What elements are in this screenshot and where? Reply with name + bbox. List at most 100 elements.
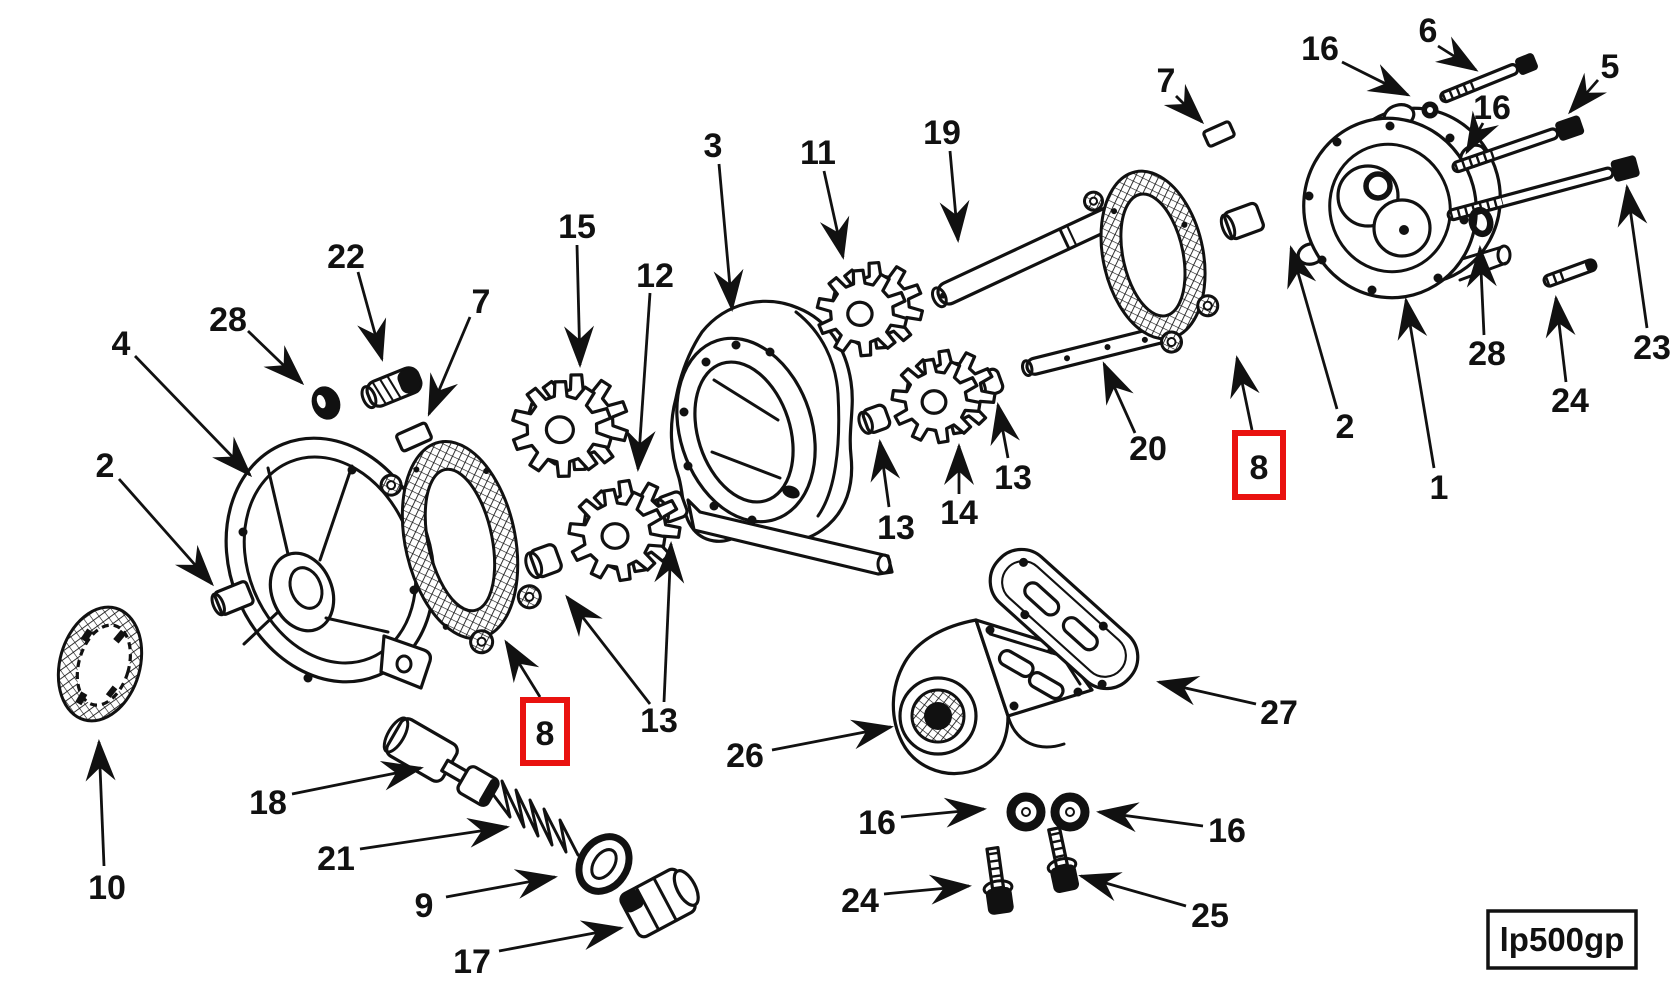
gear-shape: [600, 522, 630, 550]
leader-arrow: [117, 478, 214, 587]
leader-arrow: [900, 797, 987, 828]
part-number-label: 28: [209, 301, 247, 339]
callout-12: 12: [625, 257, 674, 472]
part-number-label: 13: [640, 702, 678, 740]
highlight-box: [1232, 430, 1286, 500]
part-4-mounting-flange: [224, 436, 436, 690]
leader-arrow: [990, 402, 1020, 459]
part-number-label: 2: [96, 447, 115, 485]
callout-24: 24: [1545, 295, 1589, 420]
part-number-label: 11: [800, 134, 836, 172]
leader-arrow: [771, 719, 894, 752]
part-number-label: 16: [1473, 89, 1511, 127]
leader-arrow: [359, 817, 510, 851]
leader-arrow: [498, 920, 624, 953]
part-number-label: 9: [415, 887, 434, 925]
leader-arrow: [1102, 361, 1137, 434]
leader-arrow: [939, 150, 970, 243]
part-number-label: 27: [1260, 694, 1298, 732]
part-number-label: 25: [1191, 897, 1229, 935]
part-number-label: 6: [1419, 12, 1438, 50]
part-15-pump-gear: [511, 373, 629, 478]
part-number-label: 8: [536, 715, 555, 753]
leader-arrow: [1341, 60, 1411, 97]
leader-arrow: [819, 170, 850, 260]
callout-16: 16: [1301, 30, 1411, 97]
part-7-key-left: [395, 421, 433, 453]
part-number-label: 7: [472, 283, 491, 321]
part-number-label: 18: [249, 784, 287, 822]
part-number-label: 3: [704, 127, 723, 165]
callout-13: 13: [565, 541, 685, 740]
callout-27: 27: [1156, 675, 1298, 732]
leader-arrow: [1545, 295, 1576, 383]
leader-arrow: [1078, 872, 1187, 908]
part-11-pump-gear: [815, 260, 925, 358]
callout-11: 11: [800, 134, 850, 260]
leader-arrow: [445, 869, 558, 899]
leader-arrow: [1096, 802, 1204, 833]
gear-shape: [846, 300, 874, 327]
leader-arrow: [247, 329, 305, 386]
part-2-bushing-right: [1219, 201, 1265, 241]
callout-5: 5: [1568, 48, 1619, 115]
part-number-label: 22: [327, 238, 365, 276]
part-number-label: 2: [1336, 408, 1355, 446]
callout-15: 15: [558, 208, 596, 368]
part-23-bolt: [1446, 155, 1640, 222]
part-1-pump-cover: [1296, 103, 1512, 300]
part-number-label: 16: [1301, 30, 1339, 68]
gear-shape: [920, 389, 948, 415]
leader-arrow: [713, 163, 744, 312]
part-27-cover-plate: [988, 547, 1140, 691]
part-28-washer-right: [1468, 206, 1494, 238]
figure-code-label: lp500gp: [1500, 921, 1625, 958]
callout-6: 6: [1419, 12, 1479, 72]
callout-28: 28: [1466, 245, 1506, 373]
callout-9: 9: [415, 869, 558, 925]
leader-arrow: [1397, 297, 1436, 469]
part-13-bushing: [857, 403, 892, 435]
part-number-label: 8: [1250, 449, 1269, 487]
part-number-label: 12: [636, 257, 674, 295]
part-number-label: 13: [877, 509, 915, 547]
callout-7: 7: [1157, 62, 1205, 125]
callout-4: 4: [112, 325, 253, 478]
part-number-label: 14: [940, 494, 978, 532]
part-number-label: 1: [1430, 469, 1449, 507]
callout-28: 28: [209, 301, 305, 386]
part-number-label: 26: [726, 737, 764, 775]
leader-arrow: [504, 639, 542, 698]
part-number-label: 7: [1157, 62, 1176, 100]
part-number-label: 19: [923, 114, 961, 152]
callout-22: 22: [327, 238, 387, 362]
leader-arrow: [564, 244, 595, 368]
part-7-key-right: [1202, 120, 1236, 148]
leader-arrow: [1435, 36, 1479, 72]
part-26-suction-elbow: [891, 618, 1094, 776]
part-number-label: 13: [994, 459, 1032, 497]
leader-arrow: [1287, 245, 1339, 410]
callout-19: 19: [923, 114, 970, 243]
part-16-seal-right: [1050, 792, 1090, 832]
callout-3: 3: [704, 127, 744, 312]
callout-2: 2: [96, 447, 214, 587]
callout-16: 16: [1096, 802, 1246, 850]
callout-26: 26: [726, 719, 894, 775]
callout-21: 21: [317, 817, 510, 878]
leader-arrow: [654, 541, 685, 703]
part-17-relief-plug: [619, 867, 700, 939]
part-25-flange-bolt: [1046, 826, 1080, 894]
callout-2: 2: [1287, 245, 1355, 446]
part-16-seal-left: [1006, 792, 1046, 832]
leader-arrow: [85, 739, 116, 867]
callout-20: 20: [1102, 361, 1167, 468]
leader-arrow: [356, 271, 387, 362]
part-14-pump-gear: [890, 348, 997, 445]
part-number-label: 10: [88, 869, 126, 907]
part-8-gasket-right: [1083, 169, 1220, 354]
part-number-label: 16: [858, 804, 896, 842]
